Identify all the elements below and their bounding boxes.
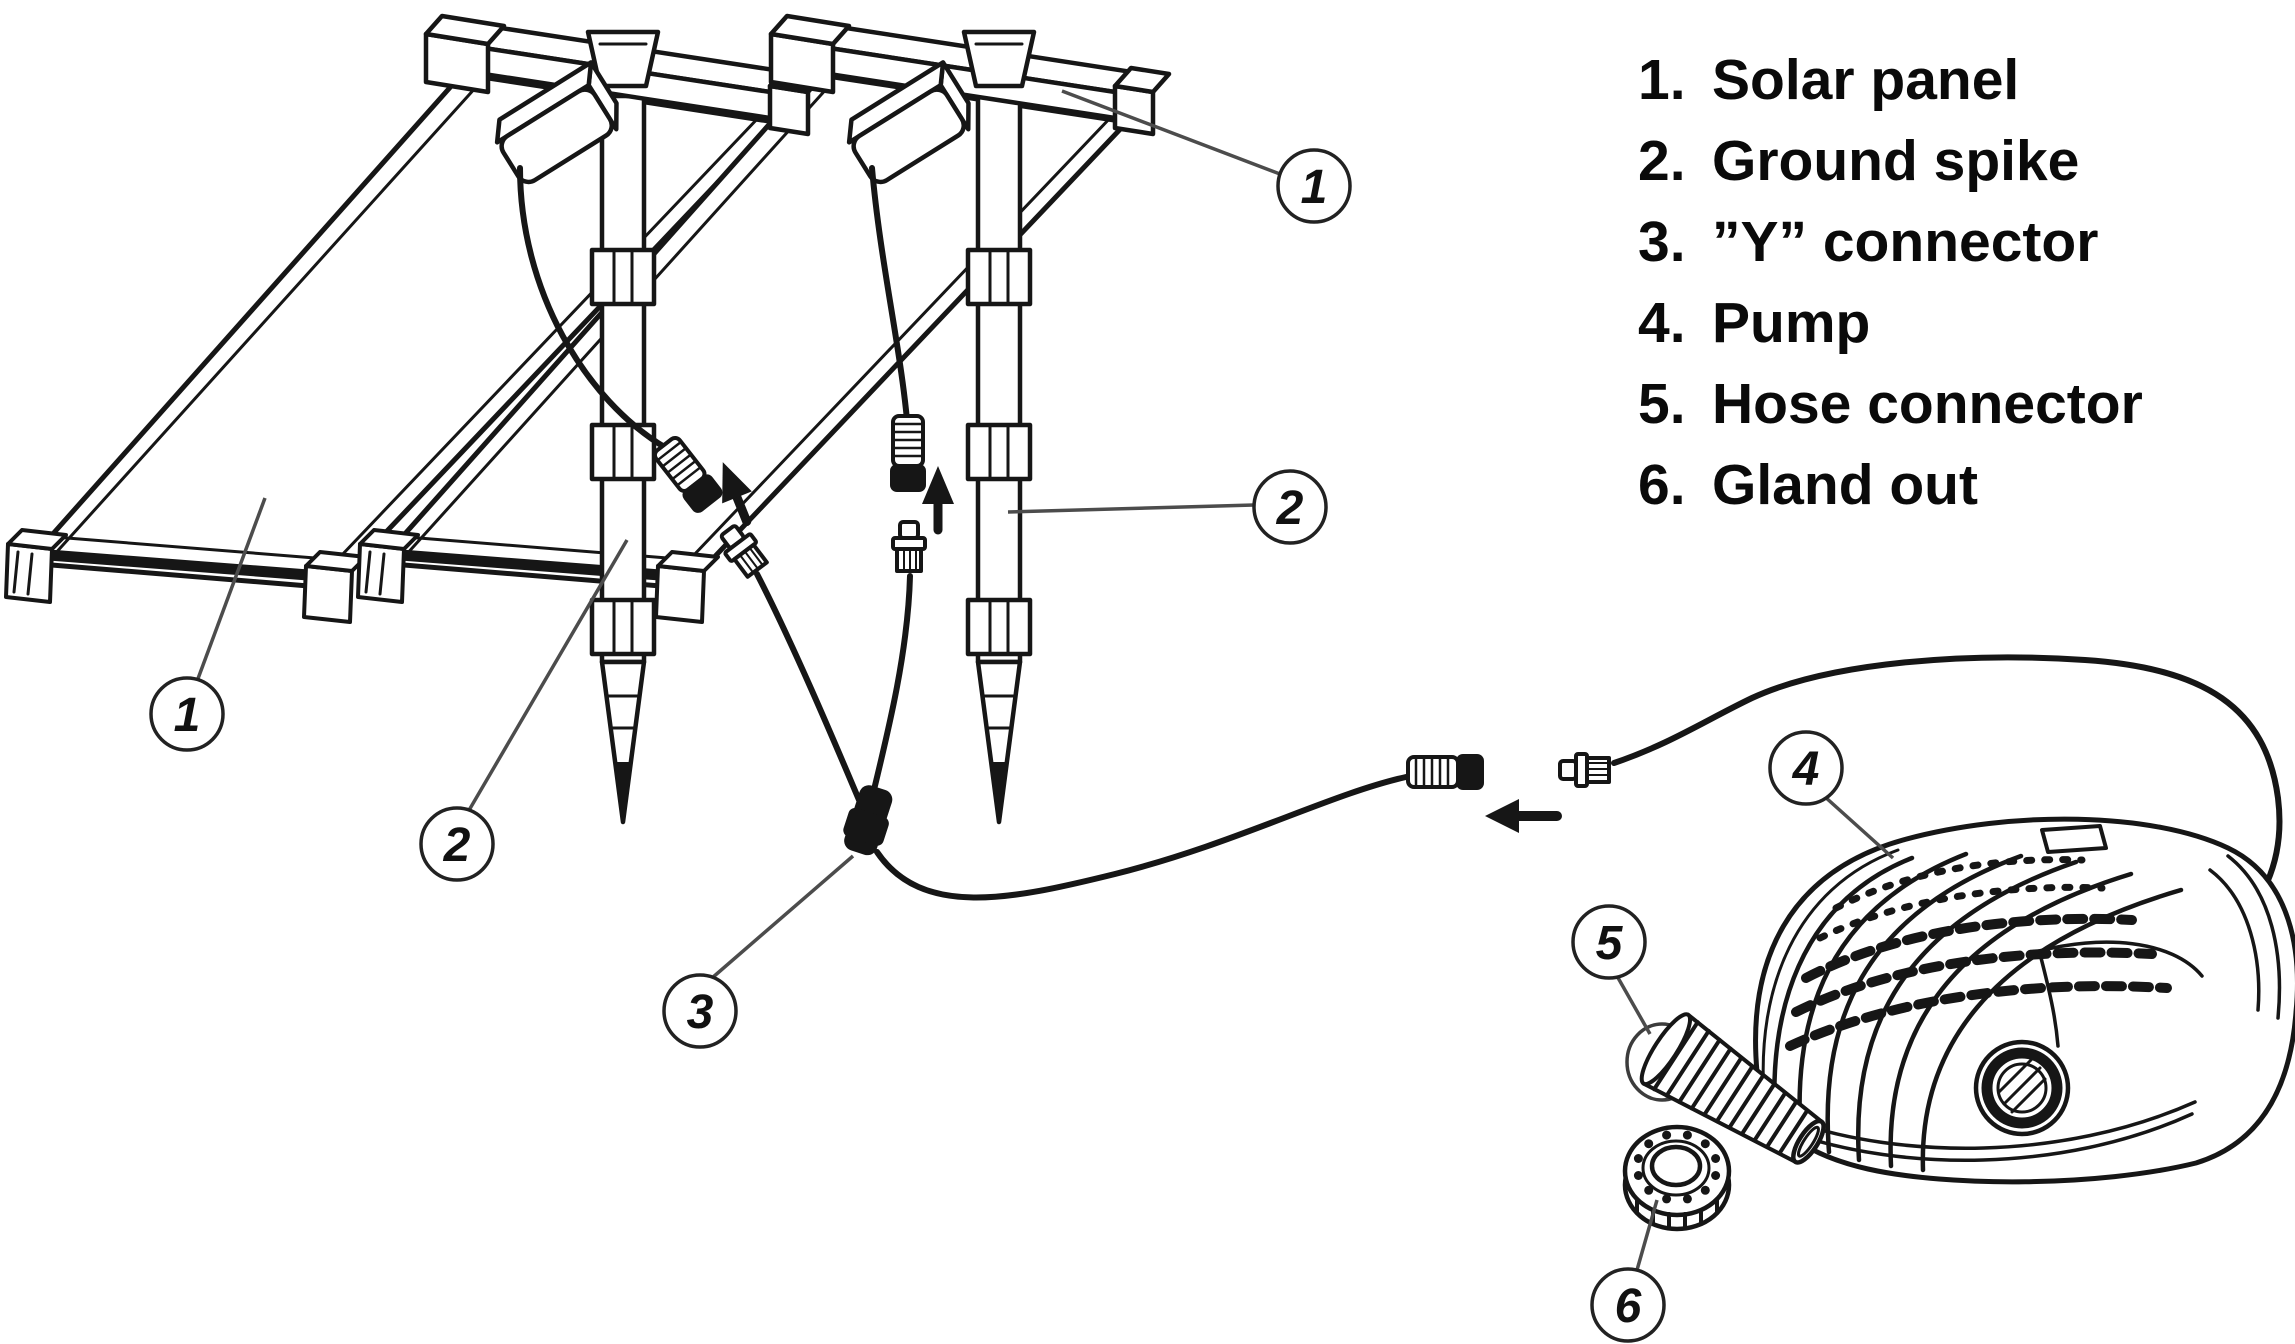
legend-label: Gland out [1712, 453, 1978, 517]
callout-5: 5 [1571, 904, 1647, 980]
callout-3-number: 3 [687, 986, 714, 1039]
legend-label: Pump [1712, 291, 1871, 355]
connect-left-arrow [1485, 799, 1562, 833]
legend-item-solar-panel: 1. Solar panel [1638, 40, 2143, 121]
legend-item-gland-out: 6. Gland out [1638, 445, 2143, 526]
callout-2-left-number: 2 [443, 819, 471, 872]
callout-3: 3 [662, 973, 738, 1049]
leader-5 [1615, 975, 1652, 1035]
pump-outlet [1973, 1039, 2071, 1137]
legend-label: Hose connector [1712, 372, 2143, 436]
connect-up-arrow-2 [922, 466, 954, 530]
leader-2-left [466, 539, 629, 813]
callout-2-right-number: 2 [1276, 482, 1304, 535]
panel-plug-female-2 [888, 414, 928, 494]
pole-clamp-2 [964, 32, 1034, 86]
ground-spike-2 [968, 96, 1030, 822]
legend-number: 6. [1638, 453, 1686, 517]
legend: 1. Solar panel 2. Ground spike 3. ”Y” conne… [1638, 40, 2143, 526]
leader-4 [1822, 794, 1895, 860]
legend-number: 1. [1638, 48, 1686, 112]
legend-label: Ground spike [1712, 129, 2080, 193]
callout-1-right-number: 1 [1301, 161, 1328, 214]
leader-3 [710, 854, 855, 980]
legend-label: Solar panel [1712, 48, 2020, 112]
callout-4-number: 4 [1792, 743, 1820, 796]
leader-6 [1635, 1199, 1659, 1271]
legend-number: 5. [1638, 372, 1686, 436]
callout-1-right: 1 [1276, 148, 1352, 224]
legend-number: 2. [1638, 129, 1686, 193]
legend-number: 3. [1638, 210, 1686, 274]
callout-2-right: 2 [1252, 469, 1328, 545]
pump-cable-gland-tab [2040, 824, 2108, 854]
hose-connector [1639, 1012, 1826, 1165]
callout-2-left: 2 [419, 806, 495, 882]
leader-2-right [1007, 503, 1255, 514]
ground-spike-1 [592, 96, 654, 822]
pump [1753, 816, 2295, 1185]
y-connector [843, 785, 893, 856]
legend-item-hose-connector: 5. Hose connector [1638, 364, 2143, 445]
legend-item-ground-spike: 2. Ground spike [1638, 121, 2143, 202]
callout-1-left-number: 1 [174, 689, 201, 742]
callout-6-number: 6 [1615, 1280, 1642, 1333]
callout-5-number: 5 [1596, 917, 1624, 970]
y-input-cable-1 [754, 571, 862, 803]
y-input-cable-2 [869, 573, 913, 801]
callout-4: 4 [1768, 730, 1844, 806]
pump-cable [1611, 654, 2283, 939]
panel-cable-2 [869, 165, 910, 423]
y-plug-male-2 [891, 520, 927, 573]
callout-6: 6 [1590, 1267, 1666, 1343]
leader-1-right [1061, 89, 1281, 176]
pump-plug-male [1558, 752, 1611, 788]
leader-1-left [194, 497, 267, 685]
y-output-cable [874, 774, 1409, 901]
gland-out [1622, 1124, 1732, 1232]
legend-label: ”Y” connector [1712, 210, 2099, 274]
panel-cable-1 [517, 165, 669, 451]
pump-plug-female [1406, 752, 1486, 792]
legend-item-pump: 4. Pump [1638, 283, 2143, 364]
legend-item-y-connector: 3. ”Y” connector [1638, 202, 2143, 283]
callout-1-left: 1 [149, 676, 225, 752]
legend-number: 4. [1638, 291, 1686, 355]
